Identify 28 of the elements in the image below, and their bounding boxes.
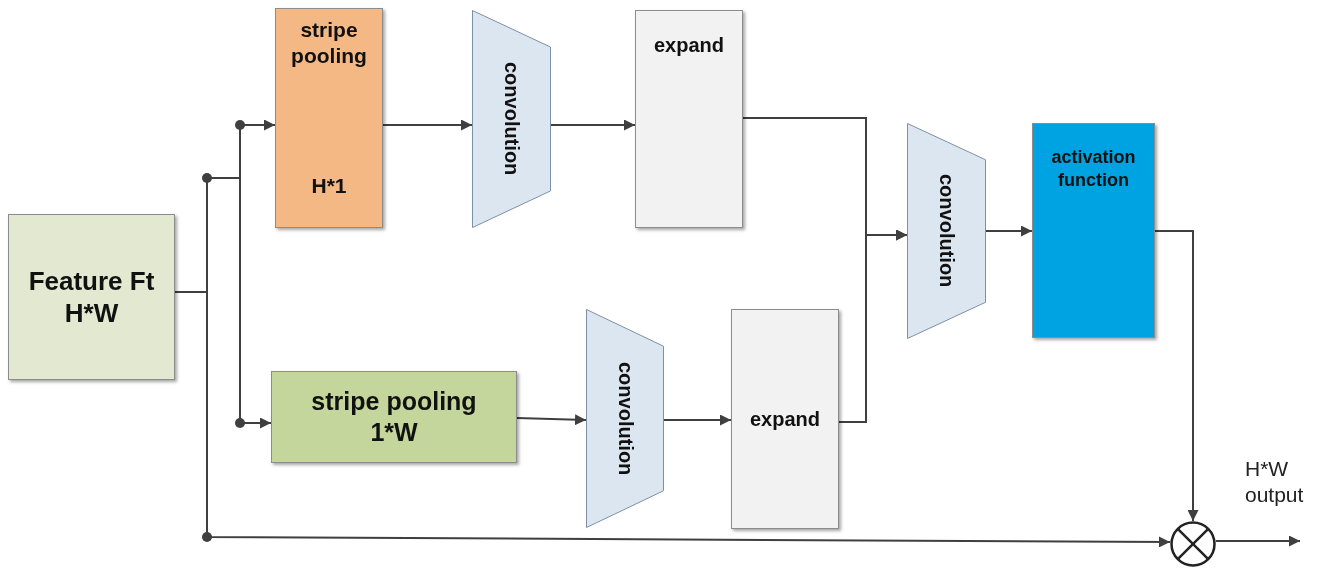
connector-arrow [550, 119, 636, 131]
process-box [271, 371, 517, 463]
block-label: activation function [1050, 146, 1137, 191]
process-box [731, 309, 839, 529]
process-box [635, 10, 743, 228]
trapezoid-block [586, 309, 664, 528]
block-label: Feature Ft H*W [27, 264, 156, 330]
block-label: convolution [935, 174, 958, 288]
trapezoid-block [472, 10, 551, 228]
process-box [1032, 123, 1155, 338]
connector-arrow [1154, 230, 1199, 522]
process-box [8, 214, 175, 380]
connector-arrow [516, 414, 587, 426]
block-label: stripe pooling 1*W [310, 385, 478, 448]
block-label: expand [750, 406, 820, 432]
trapezoid-block [907, 123, 986, 339]
connector-arrow [985, 225, 1033, 237]
connector-arrow [663, 414, 732, 426]
connector-arrow [1215, 535, 1301, 547]
block-label: convolution [613, 361, 637, 476]
process-box [275, 8, 383, 228]
connector-arrow [382, 119, 473, 131]
block-label: convolution [500, 62, 523, 176]
block-label: expand [654, 33, 724, 58]
multiply-symbol [1170, 521, 1216, 567]
connector-arrow [838, 229, 908, 423]
block-label: H*1 [311, 172, 347, 199]
block-label: stripe pooling [290, 17, 368, 70]
